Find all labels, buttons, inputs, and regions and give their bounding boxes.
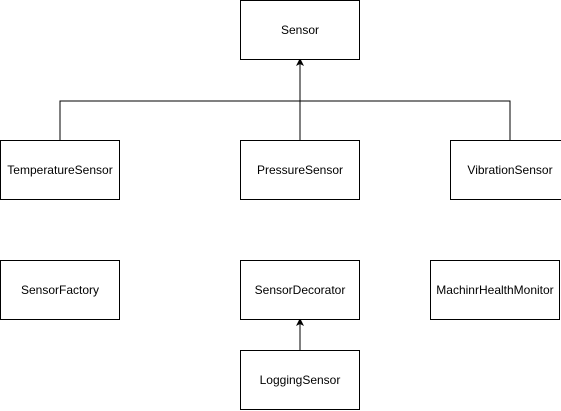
node-vibration-sensor[interactable]: VibrationSensor [450,140,561,200]
node-vibration-sensor-label: VibrationSensor [467,163,553,177]
node-logging-sensor-label: LoggingSensor [259,373,341,387]
node-temperature-sensor-label: TemperatureSensor [7,163,113,177]
node-sensor-factory[interactable]: SensorFactory [0,260,120,320]
node-sensor[interactable]: Sensor [240,0,360,60]
node-pressure-sensor-label: PressureSensor [256,163,344,177]
node-temperature-sensor[interactable]: TemperatureSensor [0,140,120,200]
node-sensor-decorator[interactable]: SensorDecorator [240,260,360,320]
node-sensor-factory-label: SensorFactory [20,283,100,297]
node-pressure-sensor[interactable]: PressureSensor [240,140,360,200]
node-health-monitor[interactable]: MachinrHealthMonitor [430,260,560,320]
connector-temperature-to-sensor [59,100,300,140]
node-sensor-label: Sensor [280,23,320,37]
node-logging-sensor[interactable]: LoggingSensor [240,350,360,410]
node-sensor-decorator-label: SensorDecorator [254,283,346,297]
node-health-monitor-label: MachinrHealthMonitor [436,283,554,297]
connector-vibration-to-sensor [300,100,511,140]
